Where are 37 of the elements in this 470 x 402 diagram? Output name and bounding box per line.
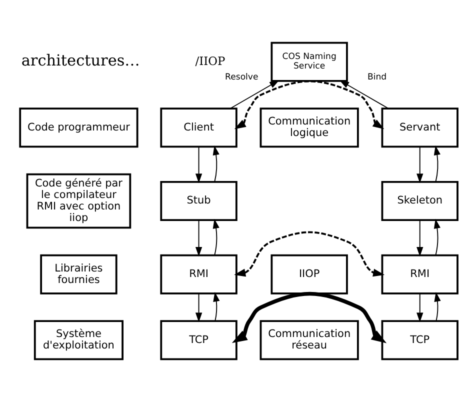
arrow [434, 292, 441, 322]
arrow [232, 292, 387, 344]
arrow [212, 146, 220, 182]
arrow [434, 218, 440, 256]
label: architectures… [21, 51, 140, 70]
arrow [213, 292, 220, 322]
edge-label: Resolve [225, 72, 258, 82]
arrow [212, 218, 220, 256]
node-box: IIOP [270, 254, 348, 294]
arrow [416, 220, 424, 257]
node-box: Skeleton [381, 180, 458, 222]
arrow [416, 292, 424, 322]
arrow [234, 231, 385, 277]
node-box: TCP [160, 320, 238, 360]
arrow [339, 80, 389, 109]
node-box: Communication réseau [260, 320, 359, 360]
node-box: Servant [381, 108, 458, 148]
node-box: RMI [381, 254, 458, 294]
arrow [195, 292, 202, 322]
edge-label: Bind [367, 72, 387, 82]
label: /IIOP [195, 54, 226, 68]
arrow [434, 146, 440, 182]
node-box: Librairies fournies [40, 254, 118, 294]
node-box: Code généré par le compilateur RMI avec option iiop [26, 173, 132, 229]
node-box: Communication logique [260, 108, 359, 148]
node-box: Stub [160, 180, 238, 222]
node-box: COS Naming Service [270, 42, 348, 82]
arrow [195, 146, 202, 184]
arrow [230, 80, 280, 109]
node-box: RMI [160, 254, 238, 294]
arrow [234, 80, 384, 130]
node-box: TCP [381, 320, 458, 360]
node-box: Système d'exploitation [34, 320, 124, 360]
node-box: Code programmeur [19, 108, 138, 148]
node-box: Client [160, 108, 238, 148]
arrow [416, 146, 424, 184]
arrow [195, 220, 202, 257]
